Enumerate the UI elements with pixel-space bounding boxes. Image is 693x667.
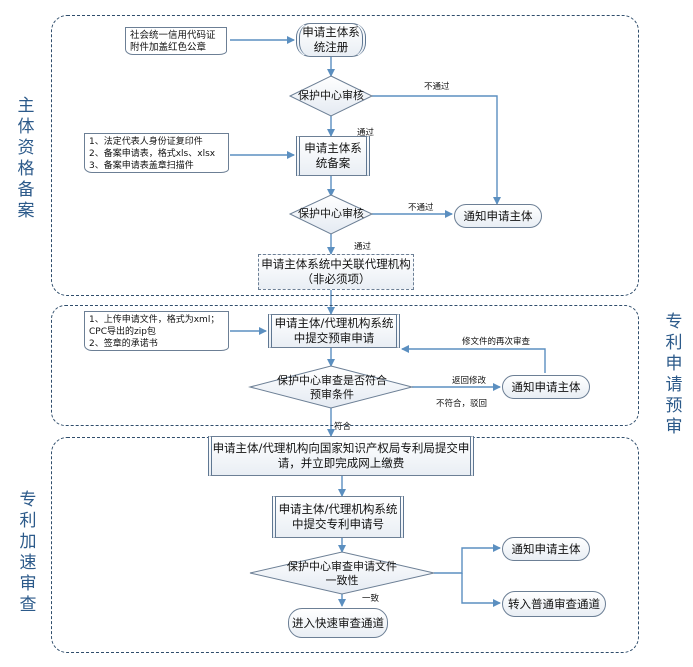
edge-label-return-edit: 返回修改 <box>452 376 487 386</box>
edge-label-pass2: 通过 <box>354 242 372 252</box>
stage-label-prereview: 专利申请预审 <box>665 312 683 437</box>
arrow-review1-fail <box>372 95 501 205</box>
notify-entity-3: 通知申请主体 <box>502 537 590 561</box>
review-consistency-label: 保护中心审查申请文件一致性 <box>287 560 397 587</box>
arrow-review3-branch <box>434 544 501 574</box>
stage-entity-filing <box>51 15 639 296</box>
arrow-notify2-resubmit <box>401 345 546 373</box>
review-prereview-diamond <box>248 365 414 409</box>
notify-entity-2: 通知申请主体 <box>502 375 590 399</box>
review2-diamond <box>288 194 374 235</box>
prereview-material-line: 2、签章的承诺书 <box>89 339 158 349</box>
edge-label-fail2: 不通过 <box>408 203 434 213</box>
filing-material-line: 3、备案申请表盖章扫描件 <box>89 161 194 171</box>
edge-label-consistent: 一致 <box>362 594 380 604</box>
normal-channel-node: 转入普通审查通道 <box>502 591 606 617</box>
prereview-material-line: CPC导出的zip包 <box>89 327 156 337</box>
register-node: 申请主体系统注册 <box>296 23 366 57</box>
submit-number-node: 申请主体/代理机构系统中提交专利申请号 <box>272 496 404 538</box>
edge-label-not-meet: 不符合，驳回 <box>436 399 488 409</box>
prereview-materials-document: 1、上传申请文件，格式为xml； CPC导出的zip包 2、签章的承诺书 <box>84 311 229 351</box>
review1-label: 保护中心审核 <box>298 89 364 102</box>
submit-cnipa-node: 申请主体/代理机构向国家知识产权局专利局提交申请，并立即完成网上缴费 <box>208 436 474 476</box>
prereview-material-line: 1、上传申请文件，格式为xml； <box>89 315 220 325</box>
edge-label-pass1: 通过 <box>357 128 375 138</box>
fast-channel-node: 进入快速审查通道 <box>288 608 388 638</box>
stage-label-accelerated-exam: 专利加速审查 <box>19 490 37 615</box>
review-consistency-diamond <box>249 551 435 595</box>
filing-material-line: 1、法定代表人身份证复印件 <box>89 137 203 147</box>
stage-label-entity-filing: 主体资格备案 <box>17 96 35 221</box>
edge-label-meets: 符合 <box>334 422 352 432</box>
filing-node: 申请主体系统备案 <box>296 136 370 176</box>
filing-material-line: 2、备案申请表，格式xls、xlsx <box>89 149 216 159</box>
review2-label: 保护中心审核 <box>298 207 364 220</box>
review1-diamond <box>288 75 374 117</box>
submit-prereview-node: 申请主体/代理机构系统中提交预审申请 <box>268 314 400 348</box>
review-prereview-label: 保护中心审查是否符合预审条件 <box>277 374 387 401</box>
edge-label-fail1: 不通过 <box>424 82 450 92</box>
filing-materials-document: 1、法定代表人身份证复印件 2、备案申请表，格式xls、xlsx 3、备案申请表… <box>84 133 229 173</box>
edge-label-resubmit: 修文件的再次审查 <box>462 337 531 347</box>
arrow-review3-to-normal <box>461 573 501 607</box>
red-seal-document: 社会统一信用代码证附件加盖红色公章 <box>125 27 227 55</box>
notify-entity-1: 通知申请主体 <box>454 204 542 228</box>
link-agency-node: 申请主体系统中关联代理机构（非必须项） <box>258 254 414 290</box>
stage-prereview <box>51 305 639 426</box>
